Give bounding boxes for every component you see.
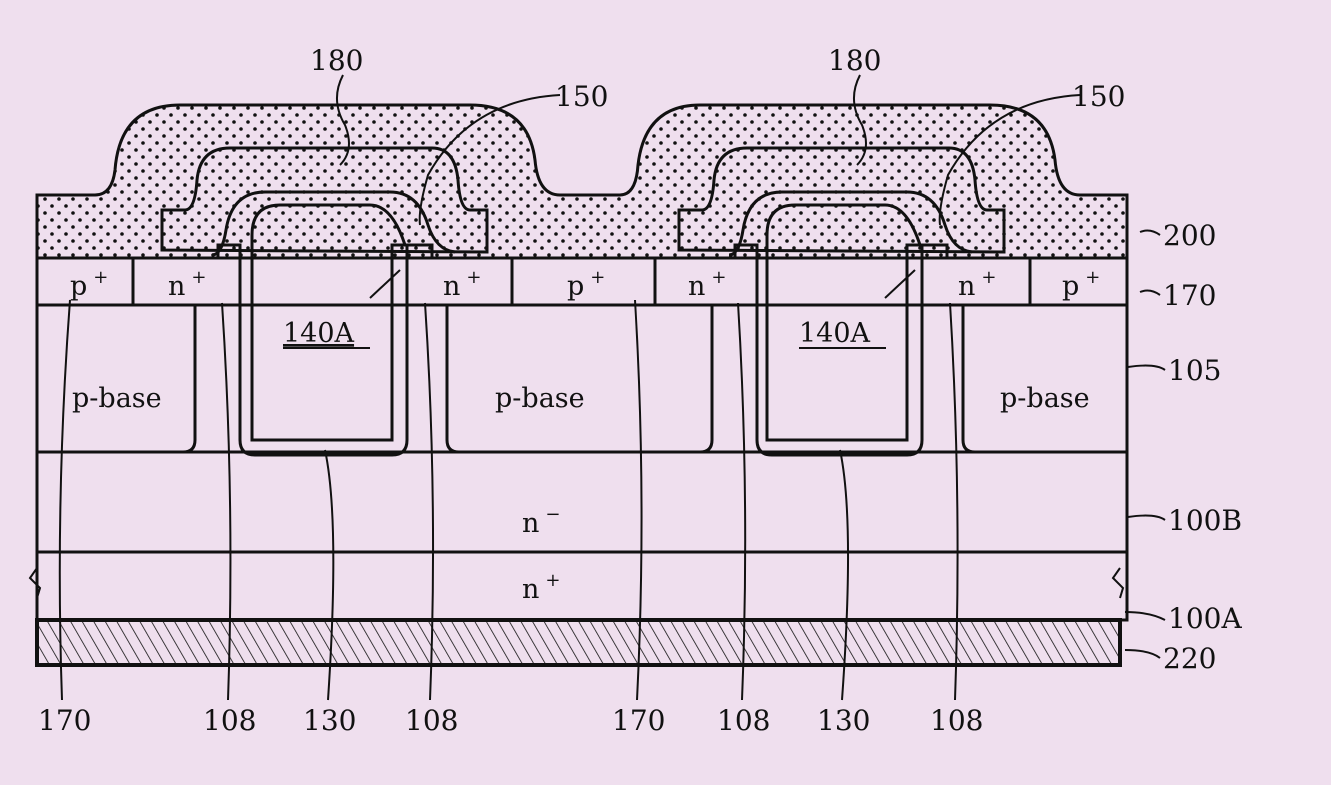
region-n-plus-2: n+ [443, 267, 481, 302]
trench-2 [728, 190, 973, 457]
region-n-minus: n− [522, 504, 560, 539]
region-p-base-3: p-base [1000, 383, 1090, 414]
break-mark-right [1111, 567, 1125, 599]
ref-bottom-130-1: 130 [303, 704, 356, 737]
ref-bottom-108-3: 108 [717, 704, 770, 737]
bottom-reference-labels: 170 108 130 108 170 108 130 108 [38, 704, 983, 737]
drain-metal-220 [35, 618, 1122, 667]
layer-180-a [160, 146, 489, 254]
ref-200: 200 [1163, 219, 1216, 252]
ref-100B: 100B [1168, 504, 1242, 537]
ref-170-right: 170 [1163, 279, 1216, 312]
region-p-plus-1: p+ [70, 267, 108, 302]
region-p-plus-2: p+ [567, 267, 605, 302]
layer-200-dielectric [35, 103, 1129, 260]
ref-100A: 100A [1168, 602, 1242, 635]
ref-150-right: 150 [1072, 80, 1125, 113]
region-p-base-1: p-base [72, 383, 162, 414]
contact-row-dividers [131, 258, 1032, 305]
leader-lines [58, 74, 1166, 701]
ref-bottom-108-4: 108 [930, 704, 983, 737]
region-p-plus-3: p+ [1062, 267, 1100, 302]
break-mark-left [28, 567, 42, 599]
ref-180-right: 180 [828, 44, 881, 77]
gate-label-140A-2: 140A [799, 318, 871, 349]
region-p-base-2: p-base [495, 383, 585, 414]
p-base-region-3 [961, 305, 976, 454]
gate-label-140A-1: 140A [283, 318, 355, 349]
ref-bottom-108-1: 108 [203, 704, 256, 737]
layer-180-b [677, 146, 1006, 254]
ref-bottom-130-2: 130 [817, 704, 870, 737]
ref-220: 220 [1163, 642, 1216, 675]
region-n-plus-4: n+ [958, 267, 996, 302]
ref-bottom-170-2: 170 [612, 704, 665, 737]
ref-bottom-170-1: 170 [38, 704, 91, 737]
ref-bottom-108-2: 108 [405, 704, 458, 737]
ref-105: 105 [1168, 354, 1221, 387]
ref-150-left: 150 [555, 80, 608, 113]
region-n-plus-1: n+ [168, 267, 206, 302]
ref-180-left: 180 [310, 44, 363, 77]
trench-1 [211, 190, 456, 457]
region-n-plus-3: n+ [688, 267, 726, 302]
p-base-region-2 [445, 305, 714, 454]
region-n-plus-substrate: n+ [522, 570, 560, 605]
p-base-region-1 [182, 305, 197, 454]
